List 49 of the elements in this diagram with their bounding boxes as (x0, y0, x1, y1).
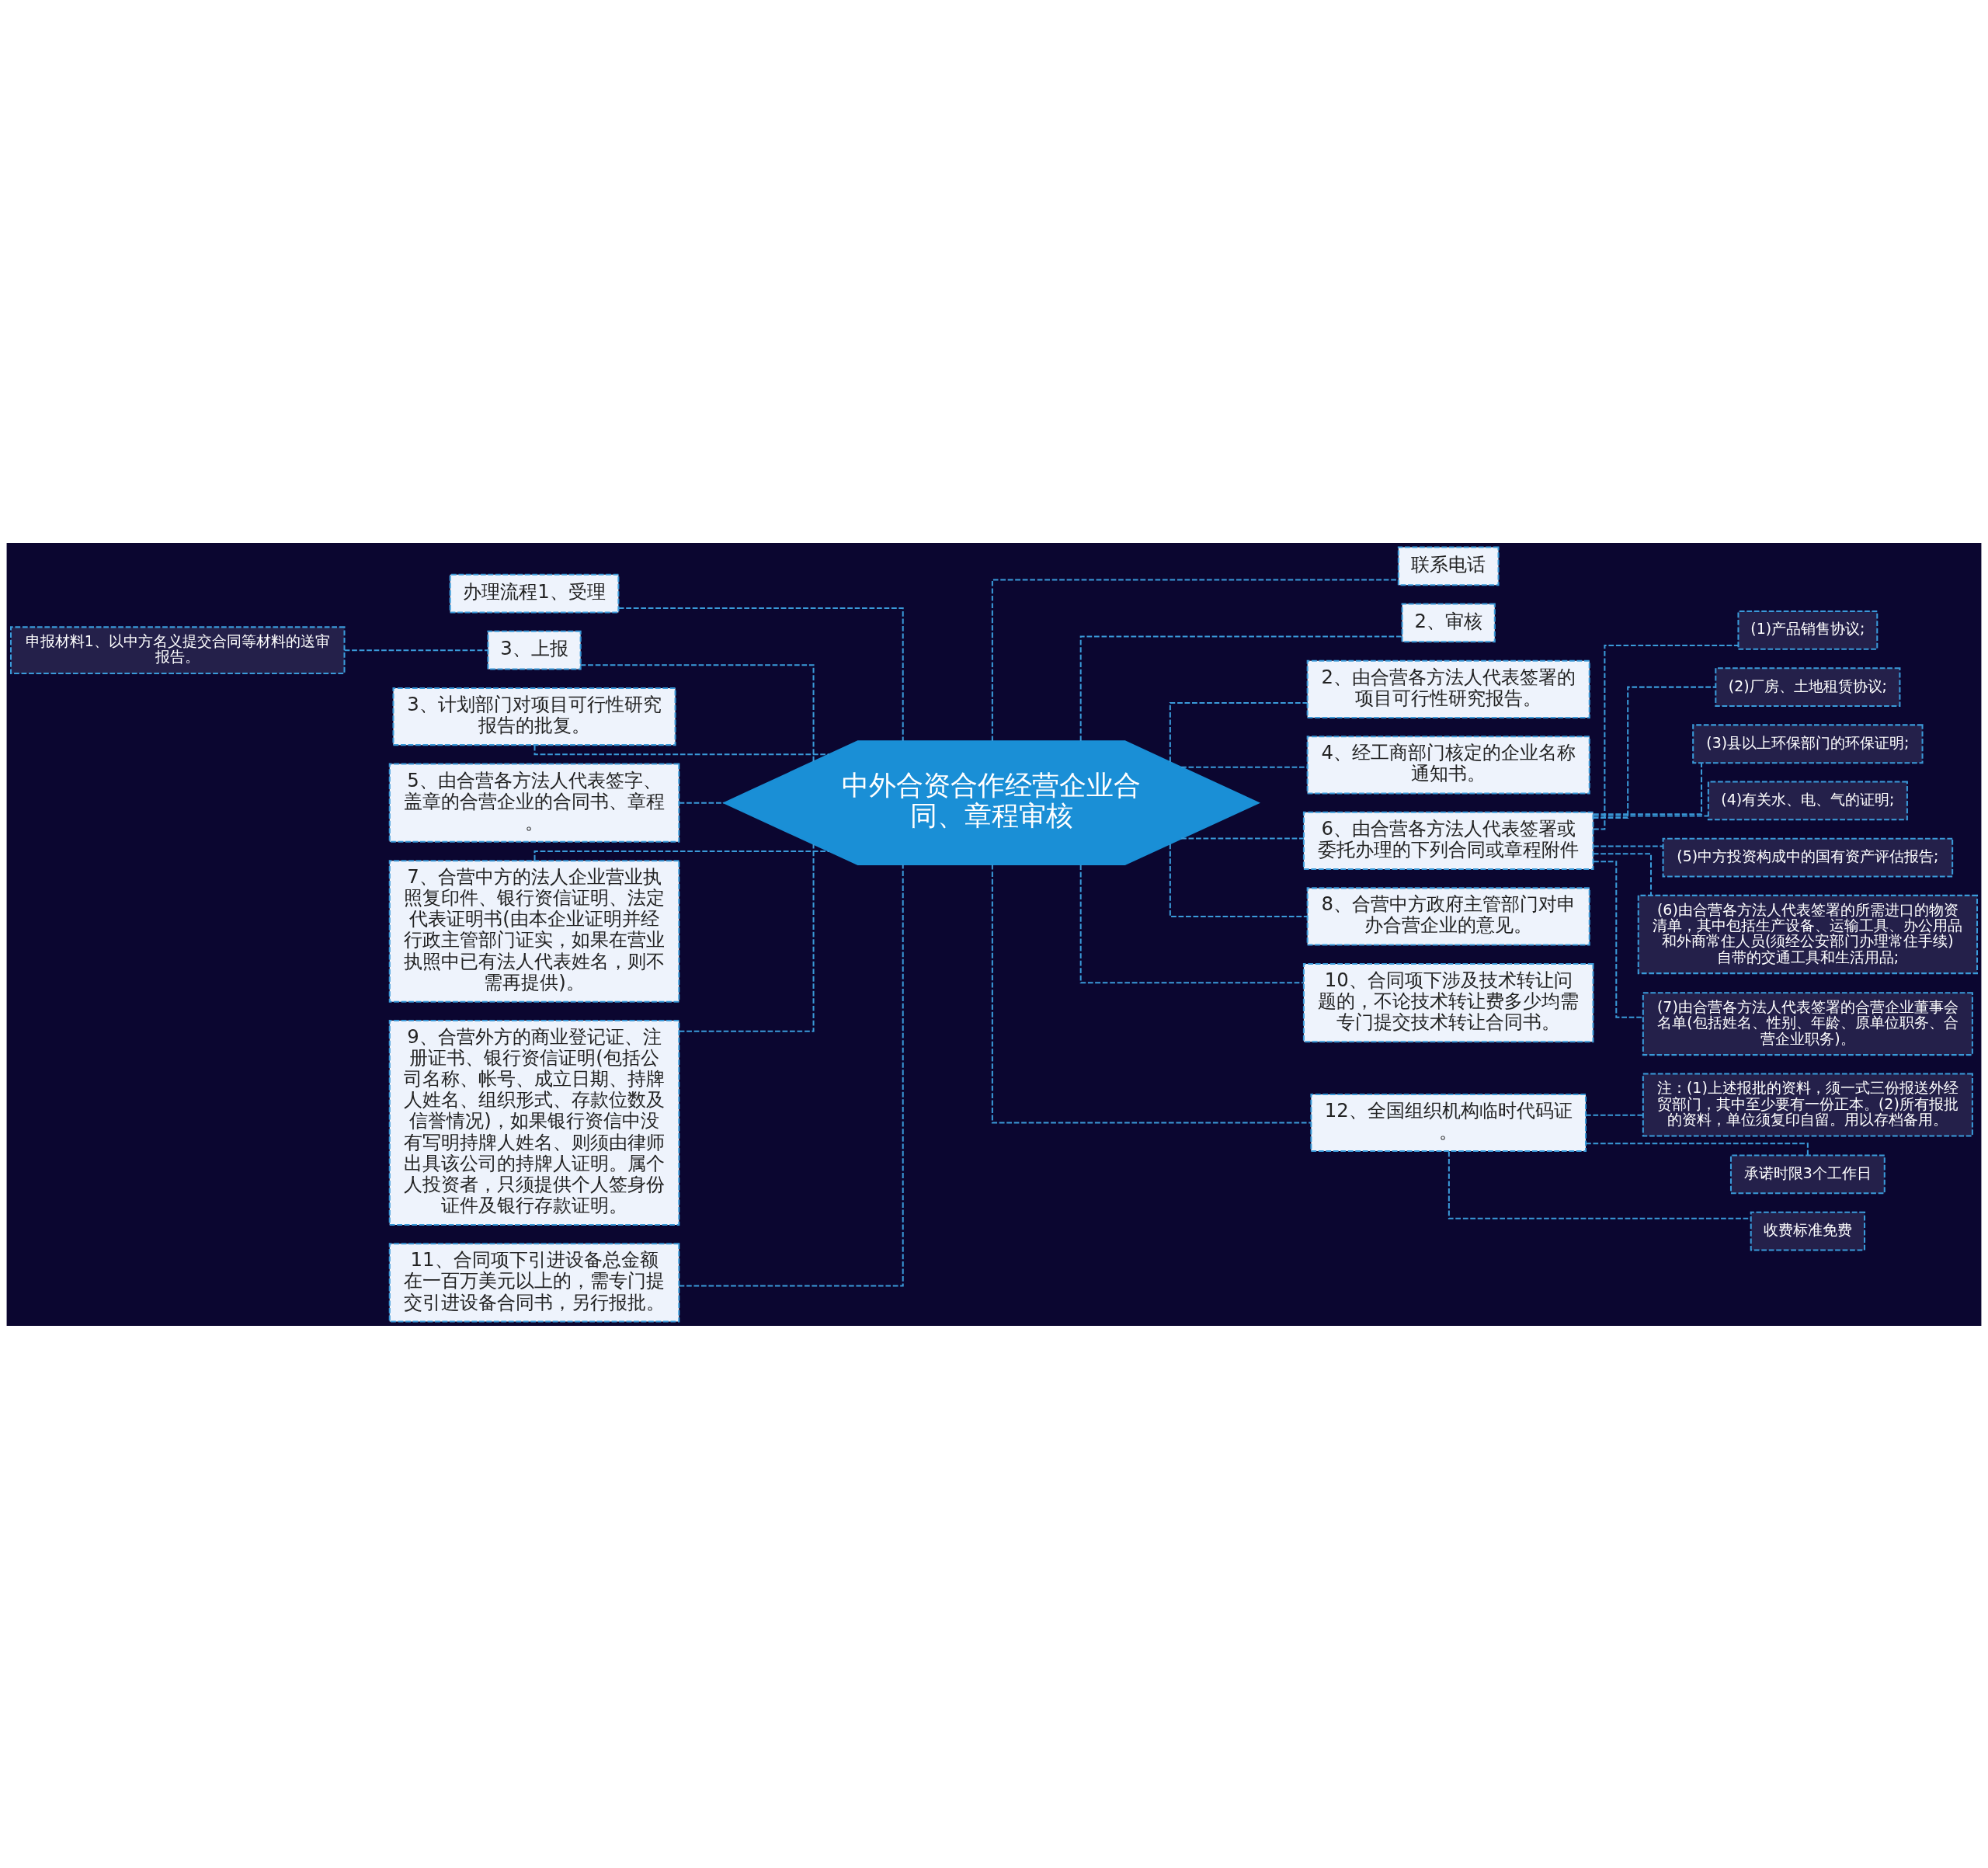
node-box: 9、合营外方的商业登记证、注册证书、银行资信证明(包括公司名称、帐号、成立日期、持牌人姓名、组织形式、存款位数及信誉情况)，如果银行资信中没有写明持牌人姓名、则须由律师出具该公司的持牌人证明。属个人投资者，只须提供个人签身份证件及银行存款证明。 (388, 1019, 680, 1226)
node-box: 7、合营中方的法人企业营业执照复印件、银行资信证明、法定代表证明书(由本企业证明并经行政主管部门证实，如果在营业执照中已有法人代表姓名，则不需再提供)。 (388, 859, 680, 1003)
node-box: (5)中方投资构成中的国有资产评估报告; (1662, 837, 1954, 877)
node-box: (1)产品销售协议; (1737, 610, 1879, 650)
node-box: 5、由合营各方法人代表签字、盖章的合营企业的合同书、章程。 (388, 763, 680, 843)
connector (1079, 864, 1304, 983)
node-box: 办理流程1、受理 (449, 573, 620, 613)
connector (679, 844, 815, 1032)
connector (679, 864, 904, 1287)
connector (1448, 1151, 1751, 1219)
node-box: 3、计划部门对项目可行性研究报告的批复。 (392, 687, 676, 746)
connector (618, 607, 904, 741)
node-box: (2)厂房、土地租赁协议; (1715, 666, 1901, 707)
connector (1594, 845, 1663, 847)
connector (344, 649, 488, 651)
connector (1586, 1114, 1643, 1116)
node-box: (3)县以上环保部门的环保证明; (1692, 723, 1924, 764)
node-box: (4)有关水、电、气的证明; (1707, 781, 1908, 820)
connector (1593, 686, 1716, 819)
node-box: 注：(1)上述报批的资料，须一式三份报送外经贸部门，其中至少要有一份正本。(2)所有报批的资料，单位须复印自留。用以存档备用。 (1642, 1073, 1973, 1136)
connector (1593, 644, 1739, 830)
node-box: 联系电话 (1397, 545, 1500, 586)
connector (991, 864, 1312, 1124)
node-box: 12、全国组织机构临时代码证。 (1310, 1093, 1587, 1152)
connector (1593, 852, 1652, 895)
node-box: 申报材料1、以中方名义提交合同等材料的送审报告。 (10, 625, 346, 674)
connector (1181, 766, 1308, 768)
node-box: 8、合营中方政府主管部门对申办合营企业的意见。 (1306, 886, 1590, 946)
connector (1594, 815, 1708, 817)
node-box: (6)由合营各方法人代表签署的所需进口的物资清单，其中包括生产设备、运输工具、办公用品和外商常住人员(须经公安部门办理常住手续)自带的交通工具和生活用品; (1637, 894, 1978, 974)
connector (533, 745, 829, 755)
connector (991, 578, 1399, 741)
node-box: 收费标准免费 (1750, 1211, 1866, 1251)
node-box: 2、由合营各方法人代表签署的项目可行性研究报告。 (1306, 659, 1590, 718)
node-box: 6、由合营各方法人代表签署或委托办理的下列合同或章程附件 (1302, 811, 1594, 870)
node-box: 2、审核 (1401, 603, 1496, 642)
connector (1169, 843, 1308, 917)
connector (1181, 837, 1304, 840)
connector (1079, 635, 1402, 741)
connector (533, 850, 829, 861)
connector (1593, 763, 1703, 815)
node-box: 承诺时限3个工作日 (1729, 1154, 1885, 1194)
connector (580, 663, 815, 761)
node-box: 11、合同项下引进设备总金额在一百万美元以上的，需专门提交引进设备合同书，另行报批。 (388, 1242, 680, 1323)
node-box: 3、上报 (487, 630, 582, 670)
connector (1169, 701, 1308, 762)
node-box: (7)由合营各方法人代表签署的合营企业董事会名单(包括姓名、性别、年龄、原单位职务、合营企业职务)。 (1642, 991, 1973, 1056)
node-box: 10、合同项下涉及技术转让问题的，不论技术转让费多少均需专门提交技术转让合同书。 (1302, 962, 1594, 1042)
node-box: 4、经工商部门核定的企业名称通知书。 (1306, 735, 1590, 794)
